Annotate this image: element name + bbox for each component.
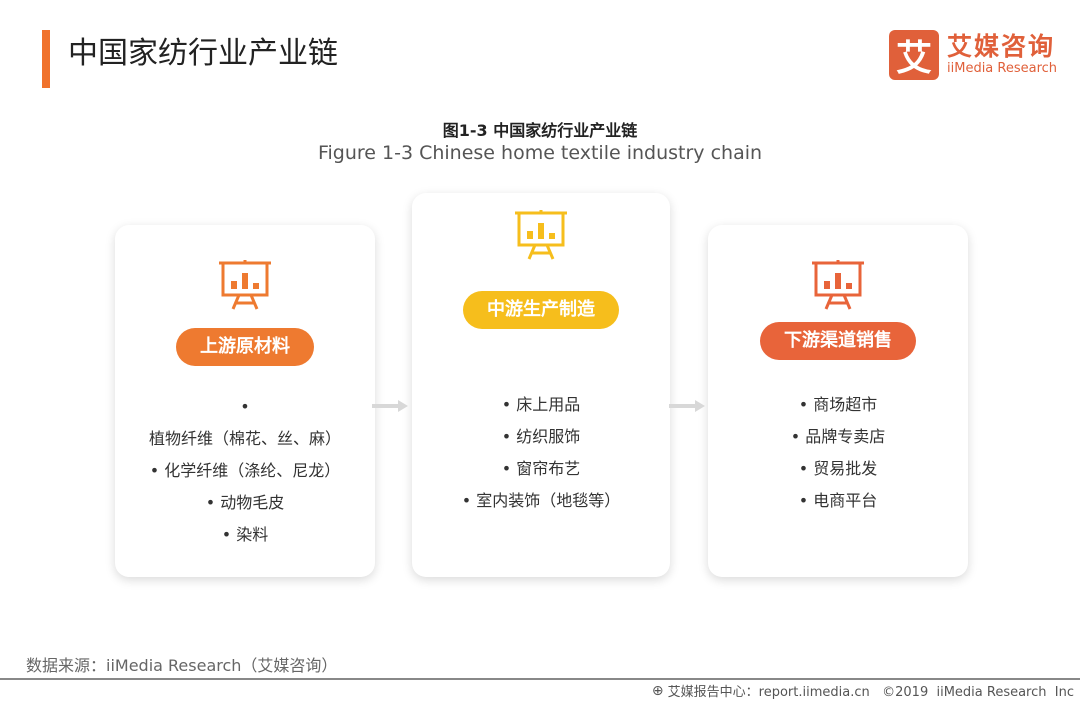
arrow-right-icon — [372, 400, 408, 412]
footer-divider — [0, 678, 1080, 680]
stage-label: 上游原材料 — [176, 328, 314, 366]
data-source: 数据来源：iiMedia Research（艾媒咨询） — [26, 656, 338, 675]
presentation-chart-icon — [515, 210, 567, 260]
stage-items: 床上用品 纺织服饰 窗帘布艺 室内装饰（地毯等） — [412, 389, 670, 517]
figure-title-en: Figure 1-3 Chinese home textile industry… — [317, 142, 763, 164]
presentation-chart-icon — [812, 260, 864, 310]
list-item: 床上用品 — [412, 389, 670, 421]
globe-icon: ⊕ — [651, 682, 664, 699]
list-item: 窗帘布艺 — [412, 453, 670, 485]
logo: 艾 艾媒咨询 iiMedia Research — [889, 30, 1057, 80]
stage-label: 下游渠道销售 — [760, 322, 916, 360]
logo-en: iiMedia Research — [947, 61, 1058, 76]
stage-label: 中游生产制造 — [463, 291, 619, 329]
list-item: 植物纤维（棉花、丝、麻） — [145, 391, 345, 455]
stage-items: 植物纤维（棉花、丝、麻） 化学纤维（涤纶、尼龙） 动物毛皮 染料 — [115, 391, 375, 551]
list-item: 电商平台 — [708, 485, 968, 517]
stage-card-downstream: 下游渠道销售 商场超市 品牌专卖店 贸易批发 电商平台 — [708, 225, 968, 577]
presentation-chart-icon — [219, 260, 271, 310]
list-item: 品牌专卖店 — [708, 421, 968, 453]
list-item: 染料 — [145, 519, 345, 551]
logo-mark: 艾 — [889, 30, 939, 80]
list-item: 纺织服饰 — [412, 421, 670, 453]
figure-title-cn: 图1-3 中国家纺行业产业链 — [442, 121, 638, 140]
list-item: 商场超市 — [708, 389, 968, 421]
list-item: 室内装饰（地毯等） — [412, 485, 670, 517]
footer-text: 艾媒报告中心：report.iimedia.cn ©2019 iiMedia R… — [667, 685, 1074, 700]
list-item: 动物毛皮 — [145, 487, 345, 519]
stage-card-upstream: 上游原材料 植物纤维（棉花、丝、麻） 化学纤维（涤纶、尼龙） 动物毛皮 染料 — [115, 225, 375, 577]
list-item: 贸易批发 — [708, 453, 968, 485]
footer: ⊕ 艾媒报告中心：report.iimedia.cn ©2019 iiMedia… — [651, 681, 1074, 701]
stage-card-midstream: 中游生产制造 床上用品 纺织服饰 窗帘布艺 室内装饰（地毯等） — [412, 193, 670, 577]
arrow-right-icon — [669, 400, 705, 412]
title-accent-bar — [42, 30, 50, 88]
stage-items: 商场超市 品牌专卖店 贸易批发 电商平台 — [708, 389, 968, 517]
list-item: 化学纤维（涤纶、尼龙） — [145, 455, 345, 487]
logo-cn: 艾媒咨询 — [947, 32, 1056, 61]
page-title: 中国家纺行业产业链 — [68, 36, 338, 71]
